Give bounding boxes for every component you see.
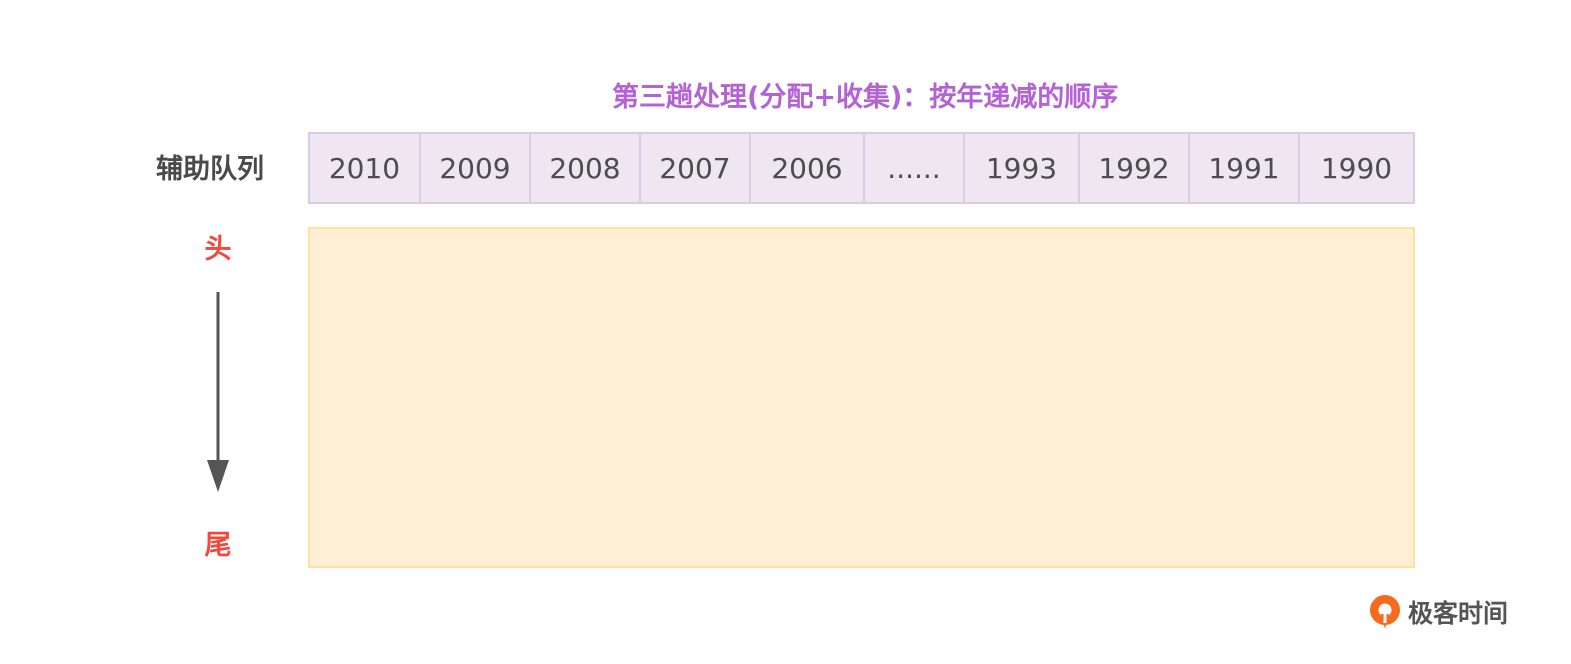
auxiliary-queue-label: 辅助队列: [156, 154, 264, 185]
down-arrow-icon: [207, 292, 229, 492]
queue-cell: 1990: [1320, 151, 1393, 185]
queue-cell: 2009: [421, 134, 531, 202]
queue-cell: 1992: [1080, 134, 1190, 202]
queue-cell: 2008: [531, 134, 641, 202]
queue-cell: 2010: [310, 134, 421, 202]
queue-cell: 2007: [641, 134, 751, 202]
geektime-logo-icon: [1370, 595, 1400, 629]
bucket-area: [308, 227, 1415, 568]
queue-cell: ......: [865, 134, 965, 202]
auxiliary-queue: 2010 2009 2008 2007 2006 ...... 1993 199…: [308, 132, 1415, 204]
brand-name: 极客时间: [1408, 599, 1509, 628]
geektime-brand: 极客时间: [1368, 594, 1508, 630]
queue-cell: 1991: [1190, 134, 1300, 202]
head-label: 头: [204, 234, 232, 265]
queue-cell: 1993: [965, 134, 1080, 202]
queue-cell: 2006: [751, 134, 865, 202]
tail-label: 尾: [204, 530, 232, 561]
diagram-title: 第三趟处理(分配+收集)：按年递减的顺序: [612, 82, 1119, 113]
